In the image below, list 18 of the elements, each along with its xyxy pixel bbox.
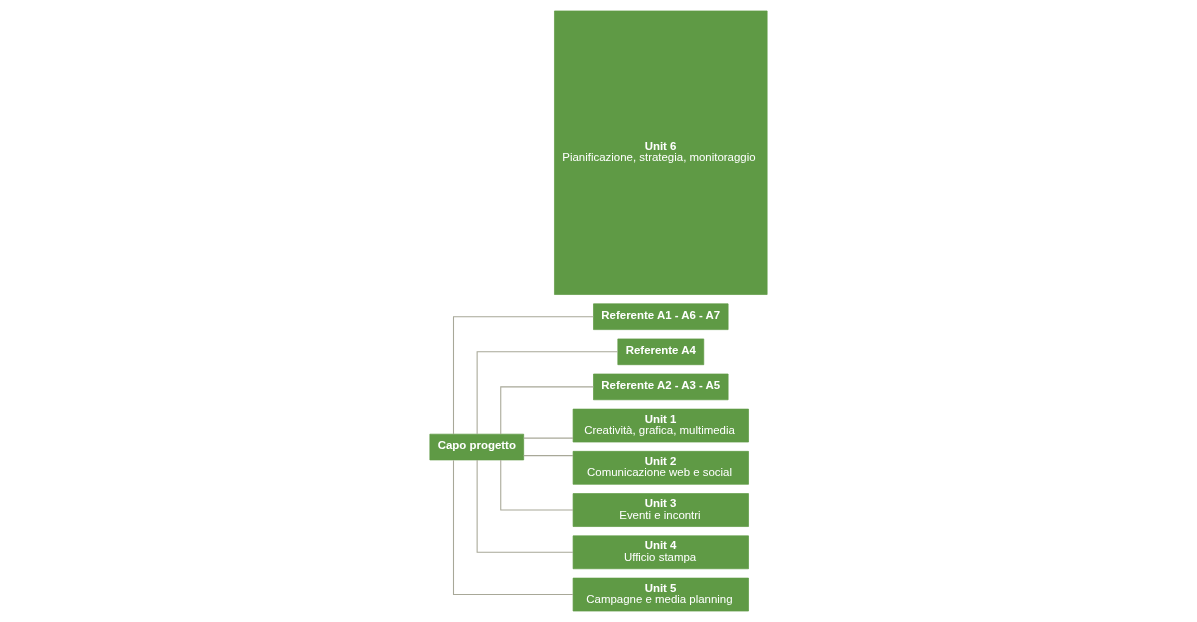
node-box: Referente A1 - A6 - A7: [593, 303, 729, 330]
connector: [476, 459, 574, 553]
node-box: Referente A2 - A3 - A5: [593, 373, 729, 401]
node-box: Unit 6 Pianificazione, strategia, monitoraggio: [554, 10, 768, 295]
connector: [500, 386, 594, 435]
node-box: Referente A4: [617, 338, 705, 366]
node-box: Unit 4 Ufficio stampa: [572, 535, 749, 570]
connector: [476, 351, 619, 435]
node-box: Unit 3 Eventi e incontri: [572, 493, 749, 527]
connector: [523, 455, 574, 457]
node-box: Unit 2 Comunicazione web e social: [572, 451, 749, 485]
connector: [452, 316, 594, 435]
connector: [523, 437, 574, 439]
node-box: Capo progetto: [429, 433, 525, 461]
node-box: Unit 5 Campagne e media planning: [572, 577, 749, 612]
connector: [452, 459, 574, 596]
connector: [500, 459, 574, 511]
node-box: Unit 1 Creatività, grafica, multimedia: [572, 408, 749, 443]
